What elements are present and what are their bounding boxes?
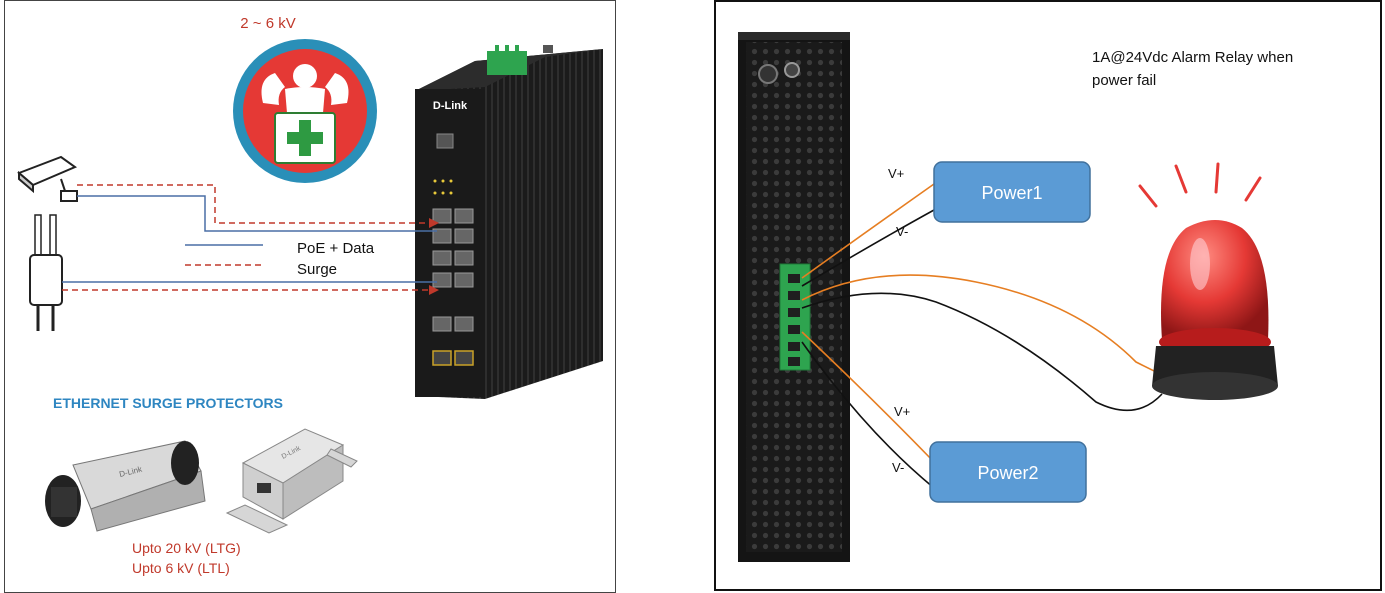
surge-protector-ltl-icon: D-Link	[225, 428, 358, 534]
surge-diagram: 2 ~ 6 kV D-Link	[17, 15, 603, 576]
power1-label: Power1	[981, 183, 1042, 203]
switch-side-panel-icon	[738, 32, 850, 562]
legend-poe-label: PoE + Data	[297, 240, 375, 257]
power1-wires	[801, 183, 935, 287]
power1-box: Power1	[933, 161, 1091, 223]
camera-connection	[77, 184, 439, 232]
access-point-icon	[29, 214, 63, 331]
power1-vplus-label: V+	[888, 166, 904, 181]
power2-wires	[801, 331, 935, 489]
protectors-title: ETHERNET SURGE PROTECTORS	[53, 395, 283, 411]
ltg-rating: Upto 20 kV (LTG)	[132, 540, 241, 556]
industrial-switch-icon: D-Link	[415, 45, 603, 399]
surge-protection-panel: 2 ~ 6 kV D-Link	[4, 0, 616, 593]
alarm-relay-label-line2: power fail	[1092, 72, 1156, 89]
alarm-diagram: V+ V- V+ V- Power1 Power2 1A@24Vdc Alarm…	[738, 32, 1293, 562]
power2-box: Power2	[929, 441, 1087, 503]
alarm-beacon-icon	[1138, 162, 1278, 400]
surge-protector-ltg-icon: D-Link	[45, 440, 206, 532]
voltage-label: 2 ~ 6 kV	[240, 15, 295, 32]
switch-brand-label: D-Link	[433, 100, 468, 112]
alarm-relay-panel: V+ V- V+ V- Power1 Power2 1A@24Vdc Alarm…	[714, 0, 1382, 591]
alarm-relay-wires	[801, 274, 1167, 412]
power2-vplus-label: V+	[894, 404, 910, 419]
alarm-relay-label-line1: 1A@24Vdc Alarm Relay when	[1092, 49, 1293, 66]
ltl-rating: Upto 6 kV (LTL)	[132, 560, 230, 576]
legend-surge-label: Surge	[297, 261, 337, 278]
security-camera-icon	[17, 155, 78, 202]
protection-badge-icon	[233, 39, 377, 183]
line-legend: PoE + Data Surge	[185, 240, 375, 278]
power2-label: Power2	[977, 463, 1038, 483]
access-point-connection	[62, 281, 439, 295]
power1-vminus-label: V-	[896, 224, 908, 239]
power2-vminus-label: V-	[892, 460, 904, 475]
